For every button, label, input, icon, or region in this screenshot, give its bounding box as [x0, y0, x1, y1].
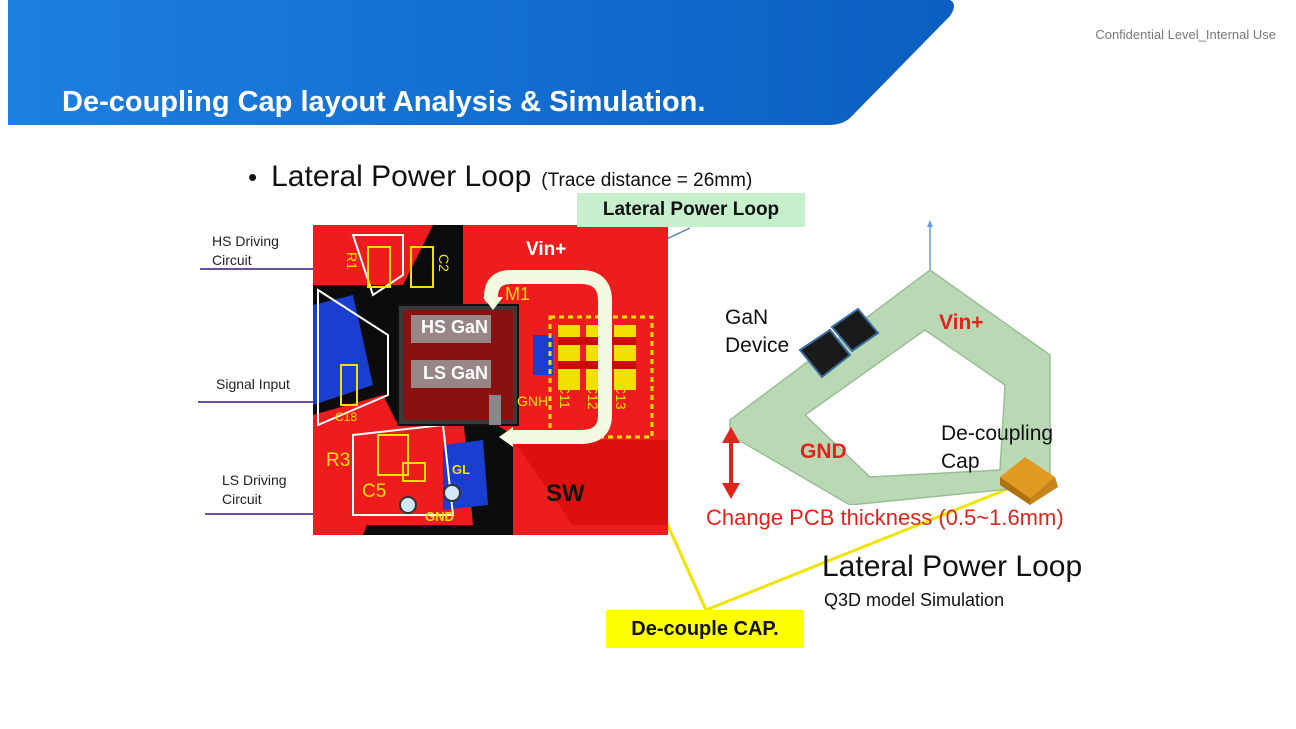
ls-driving-label: LS Driving Circuit — [222, 472, 287, 507]
decouple-cap-callout: De-couple CAP. — [606, 610, 804, 648]
q3d-title: Lateral Power Loop — [822, 550, 1083, 583]
pcb-c13-label: C13 — [613, 384, 629, 410]
pcb-r3-label: R3 — [326, 450, 351, 471]
pcb-c11-label: C11 — [557, 384, 573, 409]
pcb-sw-label: SW — [546, 480, 585, 507]
confidential-label: Confidential Level_Internal Use — [1095, 27, 1276, 42]
pcb-gnh-label: GNH — [517, 393, 549, 409]
pcb-c5-label: C5 — [362, 481, 387, 502]
q3d-subtitle: Q3D model Simulation — [824, 590, 1005, 610]
gan-device-icon — [798, 307, 880, 379]
hs-gan-label: HS GaN — [421, 317, 489, 337]
bullet-main-text: Lateral Power Loop — [271, 160, 532, 193]
header-banner — [8, 0, 954, 125]
pcb-m1-label: M1 — [505, 284, 531, 304]
page-title: De-coupling Cap layout Analysis & Simula… — [62, 86, 706, 118]
q3d-model — [722, 220, 1058, 505]
pcb-layout — [313, 225, 668, 535]
hs-driving-label: HS Driving Circuit — [212, 233, 279, 268]
pcb-r1-label: R1 — [344, 252, 360, 270]
decoupling-cap-label: De-coupling Cap — [941, 422, 1054, 473]
pcb-vin-label: Vin+ — [526, 239, 567, 260]
gan-device-label: GaN Device — [725, 306, 790, 357]
pcb-gl-label: GL — [452, 462, 471, 477]
pcb-c2-label: C2 — [436, 254, 452, 272]
signal-input-label: Signal Input — [216, 376, 290, 392]
pcb-c18-label: C18 — [335, 410, 358, 424]
ls-gan-label: LS GaN — [423, 363, 489, 383]
lateral-loop-callout: Lateral Power Loop — [577, 193, 805, 227]
model-vin-label: Vin+ — [939, 311, 984, 334]
bullet-dot-icon: • — [248, 162, 258, 192]
pcb-thickness-label: Change PCB thickness (0.5~1.6mm) — [706, 505, 1064, 530]
bullet-heading: • Lateral Power Loop (Trace distance = 2… — [248, 160, 752, 194]
model-gnd-label: GND — [800, 440, 847, 463]
decoupling-cap-icon — [1000, 457, 1058, 505]
pcb-gnd-label: GND — [425, 509, 454, 524]
bullet-sub-text: (Trace distance = 26mm) — [541, 170, 753, 191]
pcb-c12-label: C12 — [585, 384, 601, 410]
